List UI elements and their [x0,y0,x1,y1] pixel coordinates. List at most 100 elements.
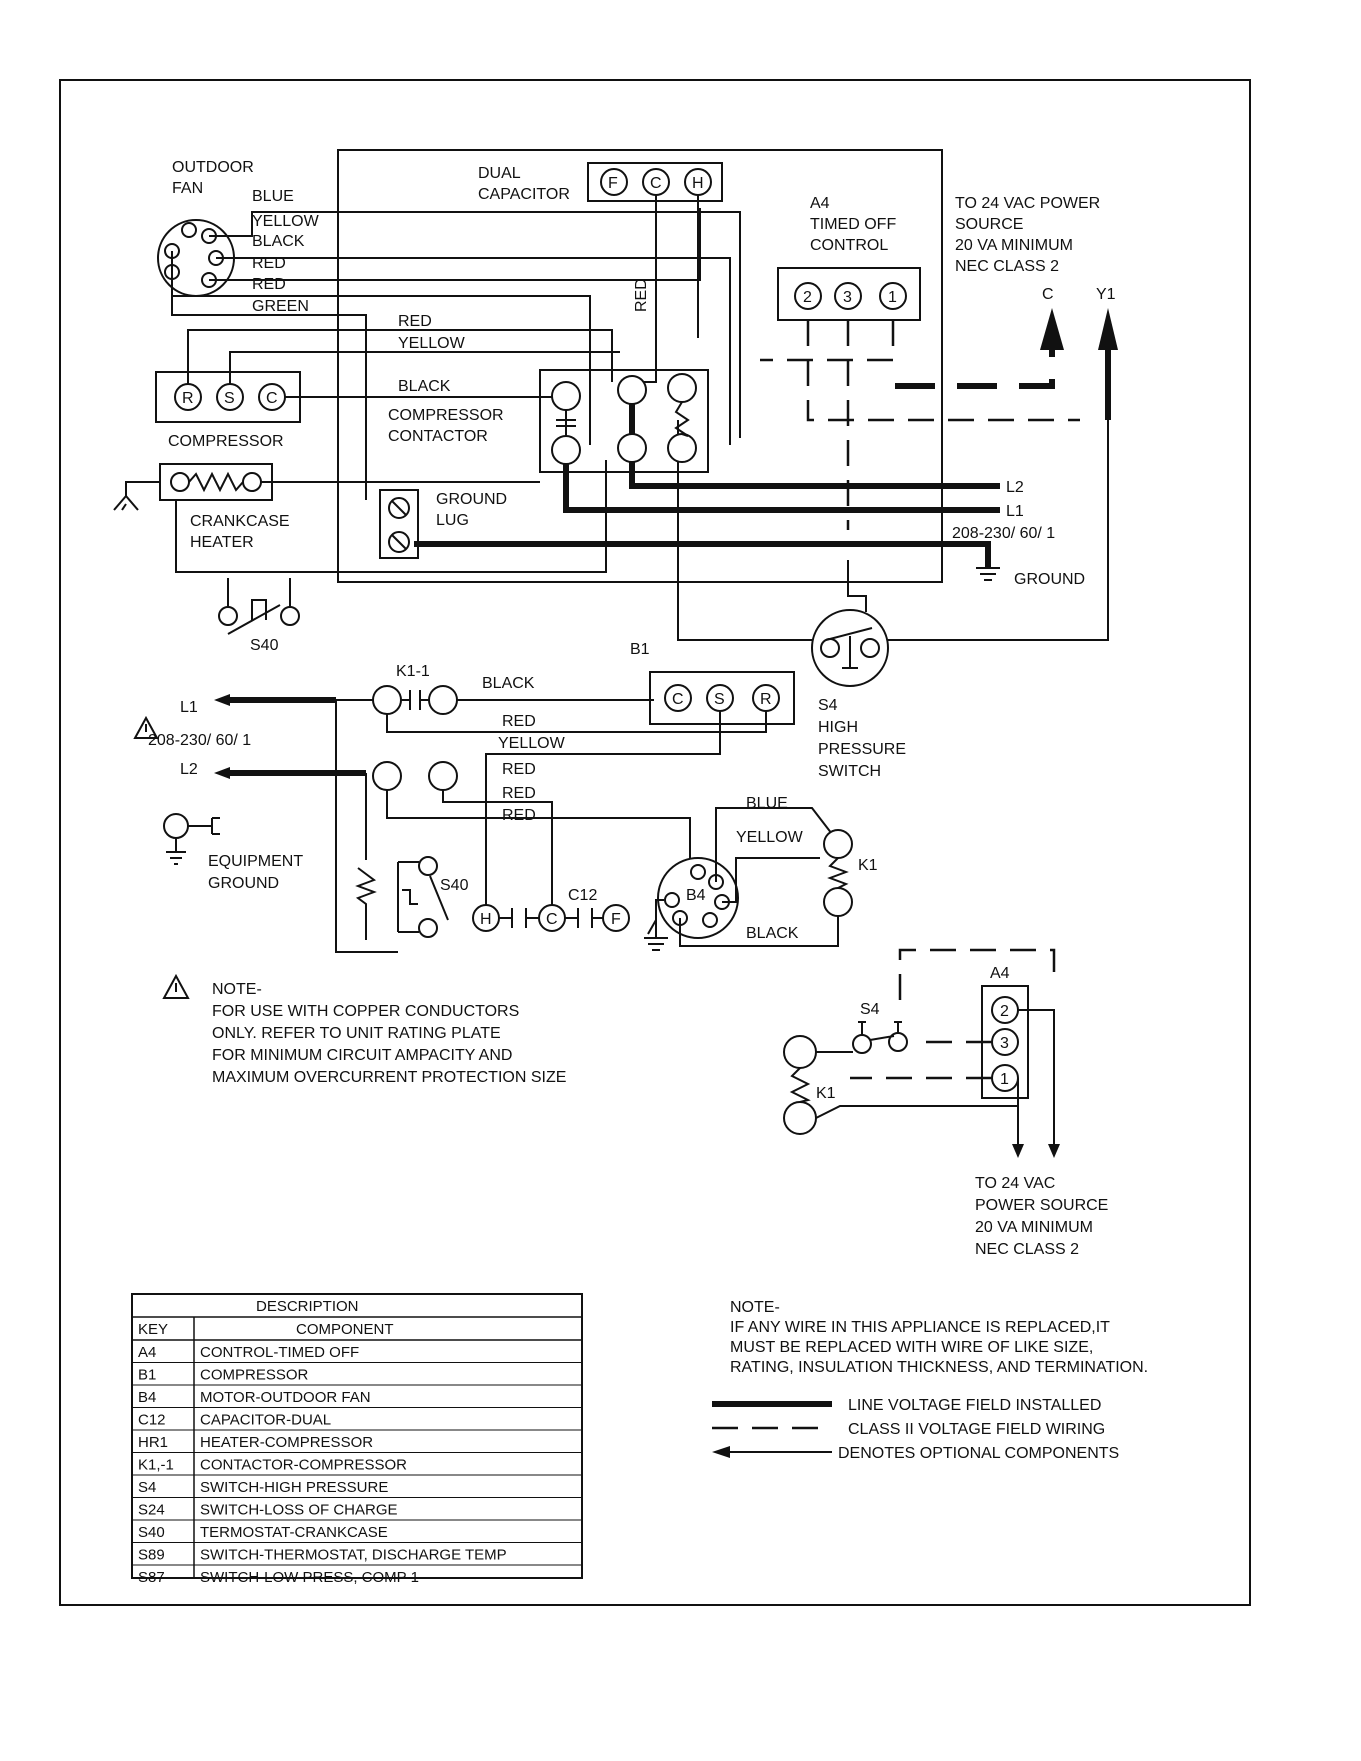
unit-cabinet-box [337,149,943,583]
compressor-label: COMPRESSOR [168,433,284,450]
fan-wire-blue: BLUE [252,188,294,205]
wire [209,211,741,438]
upper-s4-desc-2: PRESSURE [818,741,906,758]
crankcase-label: CRANKCASE [190,513,290,530]
optional-arrow-icon-2 [1012,1144,1024,1158]
outdoor-fan-label-2: FAN [172,180,203,197]
comp-wire-red: RED [398,313,432,330]
s40-terminal [418,856,438,876]
table-cell-component: CONTACTOR-COMPRESSOR [200,1457,407,1474]
optional-s4-symbol [858,1021,902,1041]
note2-line4: RATING, INSULATION THICKNESS, AND TERMIN… [730,1359,1148,1376]
lower-black-label: BLACK [482,675,535,692]
equipment-ground-icon [166,817,220,865]
dual-capacitor-label-2: CAPACITOR [478,186,570,203]
l2-line-wire [629,462,1000,489]
fan-wire-red-2: RED [252,276,286,293]
b4-pin [664,892,680,908]
k1-coil-symbol [827,857,849,889]
contactor-coil-terminal [667,373,697,403]
upper-s4-desc-3: SWITCH [818,763,881,780]
k1-1-terminal [372,685,402,715]
s40-terminal [418,918,438,938]
table-cell-key: S89 [138,1547,165,1564]
cap-terminal-f [600,168,628,196]
c12-term-f: F [611,911,621,928]
fan-wire-red: RED [252,255,286,272]
fan-wire-yellow: YELLOW [252,213,320,230]
a4-line3: CONTROL [810,237,888,254]
wire [677,420,1109,641]
k1-1-label: K1-1 [396,663,430,680]
b4-label: B4 [686,887,706,904]
b1-compressor-box [649,671,795,725]
lower-supply-label: 208-230/ 60/ 1 [148,732,251,749]
table-cell-key: C12 [138,1412,166,1429]
note2-line2: IF ANY WIRE IN THIS APPLIANCE IS REPLACE… [730,1319,1110,1336]
b4-ground-icon [644,899,668,951]
wire [442,790,553,918]
b4-pin [702,912,718,928]
upper-l1-label: L1 [1006,503,1024,520]
optional-k1-label: K1 [816,1085,836,1102]
upper-ground-label: GROUND [1014,571,1085,588]
table-border [131,1293,583,1579]
c12-label: C12 [568,887,597,904]
optional-a4-label: A4 [990,965,1010,982]
wire [815,1078,1019,1119]
contact-symbol [556,410,576,436]
a4-term-3: 3 [843,289,852,306]
c12-term-c: C [546,911,558,928]
wire [722,857,820,903]
optional-power-line2: POWER SOURCE [975,1197,1108,1214]
table-title: DESCRIPTION [256,1298,359,1315]
dual-capacitor-label: DUAL [478,165,521,182]
equipment-label: EQUIPMENT [208,853,303,870]
optional-power-line1: TO 24 VAC [975,1175,1055,1192]
red-wire-vertical-label: RED [633,278,650,312]
wire [216,257,731,445]
table-cell-component: TERMOSTAT-CRANKCASE [200,1524,388,1541]
upper-s4-desc-1: HIGH [818,719,858,736]
note1-line3: ONLY. REFER TO UNIT RATING PLATE [212,1025,501,1042]
contactor-terminal [617,375,647,405]
k1-1-terminal [372,761,402,791]
ground-lug-label: GROUND [436,491,507,508]
screw-slot [391,534,407,550]
comp-term-r: R [182,390,194,407]
cap-term-h-label: H [692,175,704,192]
b1-term-c: C [672,691,684,708]
wire [187,329,613,384]
k1-coil-terminal [823,887,853,917]
table-cell-component: COMPRESSOR [200,1367,309,1384]
wire [386,711,767,733]
c-arrow-icon [1040,308,1064,350]
fan-wire-black: BLACK [252,233,305,250]
lower-k1-label: K1 [858,857,878,874]
b1-terminal-c [664,684,692,712]
s40-terminal [218,606,238,626]
note1-line2: FOR USE WITH COPPER CONDUCTORS [212,1003,519,1020]
s40-thermostat-symbol [227,578,291,635]
optional-power-line4: NEC CLASS 2 [975,1241,1079,1258]
upper-l2-label: L2 [1006,479,1024,496]
table-cell-component: SWITCH-HIGH PRESSURE [200,1479,388,1496]
wire [485,711,721,918]
a4-term-1: 1 [888,289,897,306]
heater-terminal [170,472,190,492]
wire [175,460,607,573]
k1-1-terminal [428,685,458,715]
cap-term-f-label: F [608,175,618,192]
s40-terminal [280,606,300,626]
dashed-wire [760,320,895,362]
a4-terminal-2 [794,282,822,310]
ground-icon [976,567,1000,581]
